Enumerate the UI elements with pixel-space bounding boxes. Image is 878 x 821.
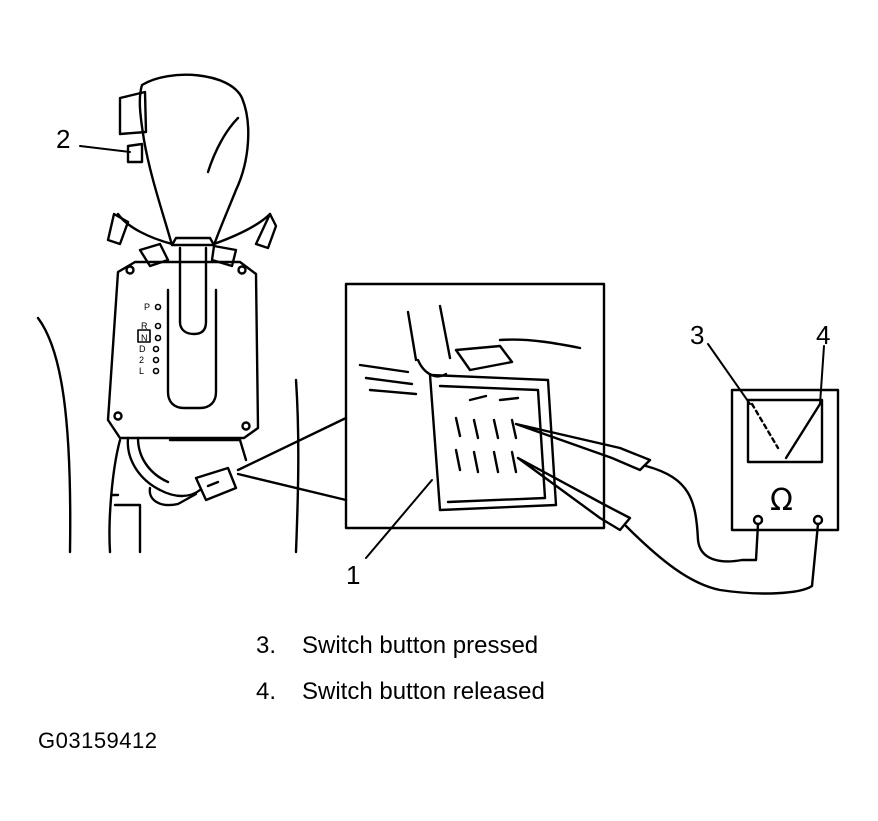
knob-button	[118, 90, 148, 164]
shift-label-d: D	[139, 344, 146, 354]
legend-item: 3. Switch button pressed	[256, 632, 538, 660]
connector-inset	[344, 282, 606, 530]
callout-4: 4	[816, 320, 831, 350]
ohmmeter	[730, 388, 840, 532]
shift-label-l: L	[139, 366, 144, 376]
figure-id: G03159412	[38, 728, 158, 753]
shifter-housing	[106, 260, 260, 440]
callout-2: 2	[56, 124, 71, 154]
shift-indicator-dots	[137, 303, 162, 375]
legend-text: Switch button pressed	[302, 632, 539, 659]
shift-knob	[138, 73, 250, 247]
legend-item: 4. Switch button released	[256, 678, 545, 706]
callout-leaders	[79, 145, 825, 559]
shifter-wiring	[126, 436, 248, 507]
callout-3: 3	[690, 320, 705, 350]
legend-number: 4.	[256, 678, 277, 705]
ohm-symbol: Ω	[770, 483, 793, 518]
shift-label-2: 2	[139, 355, 144, 365]
shift-label-n: N	[141, 333, 148, 343]
shift-label-r: R	[141, 321, 148, 331]
legend-number: 3.	[256, 632, 277, 659]
legend-text: Switch button released	[302, 678, 545, 705]
shift-gate	[166, 246, 218, 410]
probe-leads	[624, 464, 820, 595]
console-outline	[36, 316, 300, 554]
connector	[358, 304, 582, 512]
callout-1: 1	[346, 560, 361, 590]
shift-label-p: P	[144, 302, 150, 312]
inset-leader	[236, 416, 348, 502]
shifter-boot	[106, 212, 278, 268]
test-probes	[514, 422, 652, 532]
